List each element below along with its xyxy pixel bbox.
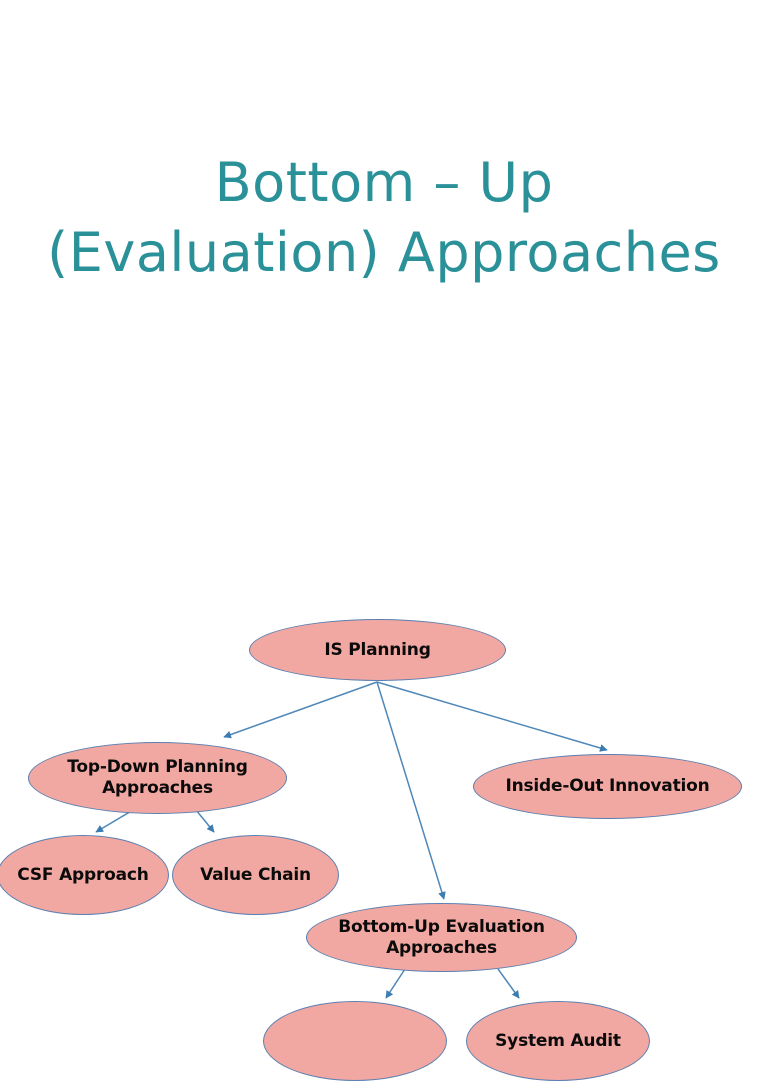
node-is-planning[interactable]: IS Planning	[249, 619, 506, 681]
edge-is-planning-to-inside-out	[376, 681, 608, 752]
node-is-planning-label: IS Planning	[324, 639, 431, 660]
node-value-chain[interactable]: Value Chain	[172, 835, 339, 915]
edge-bottom-up-to-leaf-left	[385, 968, 406, 999]
node-bottom-up-child-left[interactable]	[263, 1001, 447, 1081]
page-title: Bottom – Up (Evaluation) Approaches	[0, 148, 768, 288]
edge-bottom-up-to-leaf-right	[497, 968, 520, 999]
edge-top-down-to-csf	[95, 809, 134, 833]
edge-top-down-to-value-chain	[195, 809, 215, 833]
node-top-down-planning-approaches[interactable]: Top-Down Planning Approaches	[28, 742, 287, 814]
node-bottom-up-evaluation-approaches-label: Bottom-Up Evaluation Approaches	[338, 916, 545, 958]
slide-canvas: Bottom – Up (Evaluation) Approaches	[0, 148, 768, 1081]
page-title-line-2: (Evaluation) Approaches	[47, 221, 721, 284]
page-title-line-1: Bottom – Up	[214, 151, 554, 214]
node-inside-out-innovation-label: Inside-Out Innovation	[505, 776, 710, 797]
node-system-audit[interactable]: System Audit	[466, 1001, 650, 1081]
node-bottom-up-evaluation-approaches[interactable]: Bottom-Up Evaluation Approaches	[306, 903, 577, 972]
edge-is-planning-to-bottom-up	[376, 681, 446, 900]
node-top-down-planning-approaches-label: Top-Down Planning Approaches	[67, 757, 248, 798]
node-csf-approach-label: CSF Approach	[17, 864, 149, 885]
node-csf-approach[interactable]: CSF Approach	[0, 835, 169, 915]
hierarchy-diagram: IS Planning Top-Down Planning Approaches…	[0, 619, 742, 1081]
node-inside-out-innovation[interactable]: Inside-Out Innovation	[473, 754, 742, 819]
edge-is-planning-to-top-down	[223, 681, 378, 739]
node-system-audit-label: System Audit	[495, 1030, 621, 1051]
node-value-chain-label: Value Chain	[200, 864, 311, 885]
